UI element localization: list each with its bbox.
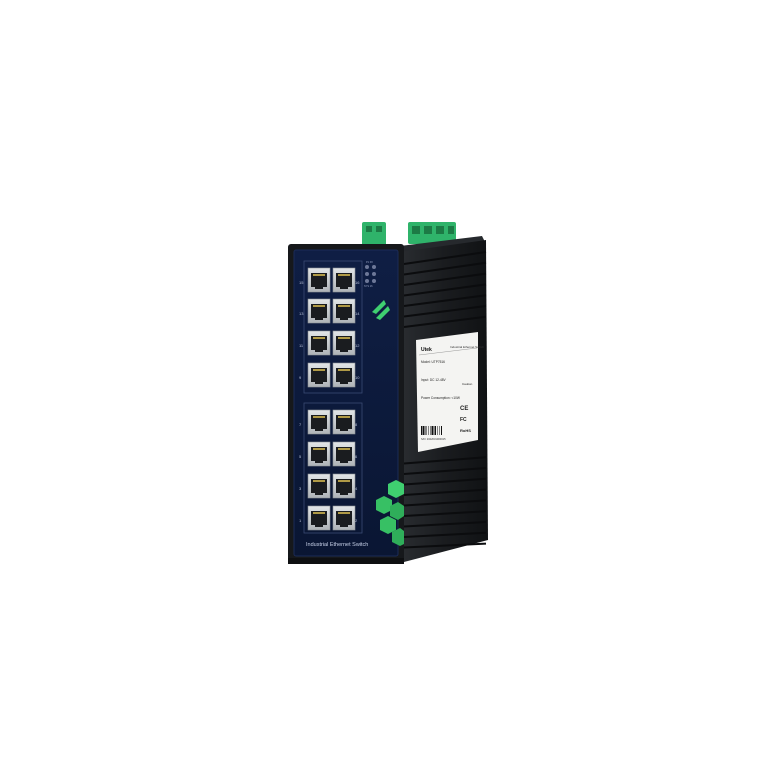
rj45-port [332,473,356,499]
power-terminal-right [408,222,456,244]
port-number: 2 [355,518,358,523]
heatsink-rib [403,467,487,475]
port-number: 16 [355,280,360,285]
label-fc-mark: FC [460,417,467,423]
port-group-upper [303,260,363,394]
label-warning: Caution [462,382,473,386]
status-leds: P1 P2 SYS 16 [364,261,376,288]
port-number: 7 [299,422,302,427]
rj45-port [332,505,356,531]
port-number: 12 [355,343,360,348]
port-number: 5 [299,454,302,459]
port-number: 8 [355,422,358,427]
label-serial: S/N: 2022031000015 [421,437,446,441]
heatsink-rib [403,499,487,507]
rj45-port [332,330,356,356]
rj45-port [332,362,356,388]
port-number: 14 [355,311,360,316]
heatsink-rib [403,272,487,286]
label-rohs-mark: RoHS [460,428,471,433]
heatsink-rib [403,261,487,276]
port-number: 11 [299,343,304,348]
port-numbers-right: 16 14 12 10 8 6 4 2 [355,280,360,523]
port-number: 1 [299,518,302,523]
label-brand: Utek [421,347,432,353]
port-number: 4 [355,486,358,491]
rj45-port [332,298,356,324]
heatsink-rib [403,510,487,517]
heatsink-rib [403,477,487,486]
rj45-port [332,267,356,293]
label-header: Industrial Ethernet Switch [450,345,484,349]
hexagon-decoration-icon [376,480,404,546]
label-power: Power Consumption: <10W [421,396,460,400]
brand-logo-icon [372,300,390,320]
heatsink-rib [403,283,487,297]
rj45-port [307,330,331,356]
rj45-port [332,409,356,435]
port-number: 10 [355,375,360,380]
label-ce-mark: CE [460,406,468,412]
rj45-port [332,441,356,467]
heatsink-rib [403,305,487,318]
heatsink-rib [403,542,487,549]
heatsink-rib [403,531,487,538]
port-number: 6 [355,454,358,459]
rj45-port [307,441,331,467]
heatsink-ribs [403,251,487,549]
heatsink-rib [403,294,487,307]
label-input: Input: DC 12-48V [421,378,447,382]
port-number: 9 [299,375,302,380]
power-terminal-left [362,222,386,246]
heatsink-rib [403,456,487,465]
led-label: P1 P2 [366,261,373,264]
heatsink-rib [403,251,487,265]
led-label: SYS 16 [364,285,373,288]
heatsink-rib [403,488,487,496]
rj45-port [307,409,331,435]
port-numbers-left: 15 13 11 9 7 5 3 1 [299,280,304,523]
label-model: Model: UTP7516 [421,360,445,364]
port-number: 13 [299,311,304,316]
rj45-port [307,267,331,293]
port-number: 3 [299,486,302,491]
rj45-port [307,505,331,531]
port-group-lower [303,402,363,534]
rj45-port [307,473,331,499]
port-number: 15 [299,280,304,285]
rj45-ports [307,267,356,531]
barcode [421,426,442,435]
side-label: Utek Industrial Ethernet Switch Model: U… [416,332,484,452]
heatsink-rib [403,315,487,328]
chassis-bottom [288,558,404,564]
rj45-port [307,362,331,388]
rj45-port [307,298,331,324]
front-label: Industrial Ethernet Switch [306,542,368,548]
heatsink-rib [403,521,487,528]
